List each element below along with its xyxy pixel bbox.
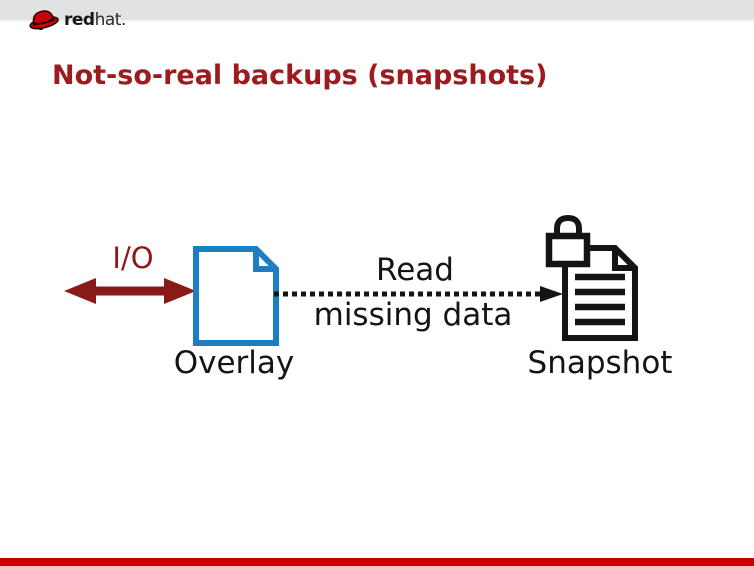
read-dotted-arrow-icon	[274, 286, 563, 302]
slide-title: Not-so-real backups (snapshots)	[52, 60, 548, 91]
footer-red-bar	[0, 558, 754, 566]
red-fedora-hat-icon	[29, 10, 59, 30]
read-label-line2: missing data	[313, 297, 513, 333]
io-double-arrow-icon	[64, 278, 196, 304]
io-label: I/O	[112, 241, 154, 275]
overlay-document-icon	[193, 246, 279, 346]
overlay-label: Overlay	[173, 345, 295, 381]
snapshot-locked-document-icon	[545, 214, 638, 341]
wordmark-red: red	[64, 10, 95, 30]
read-label-line1: Read	[376, 252, 454, 288]
snapshot-label: Snapshot	[527, 345, 673, 381]
header-bar	[0, 0, 754, 22]
wordmark-hat: hat.	[94, 10, 127, 30]
redhat-wordmark: redhat.	[64, 12, 126, 29]
redhat-logo: redhat.	[25, 4, 126, 31]
